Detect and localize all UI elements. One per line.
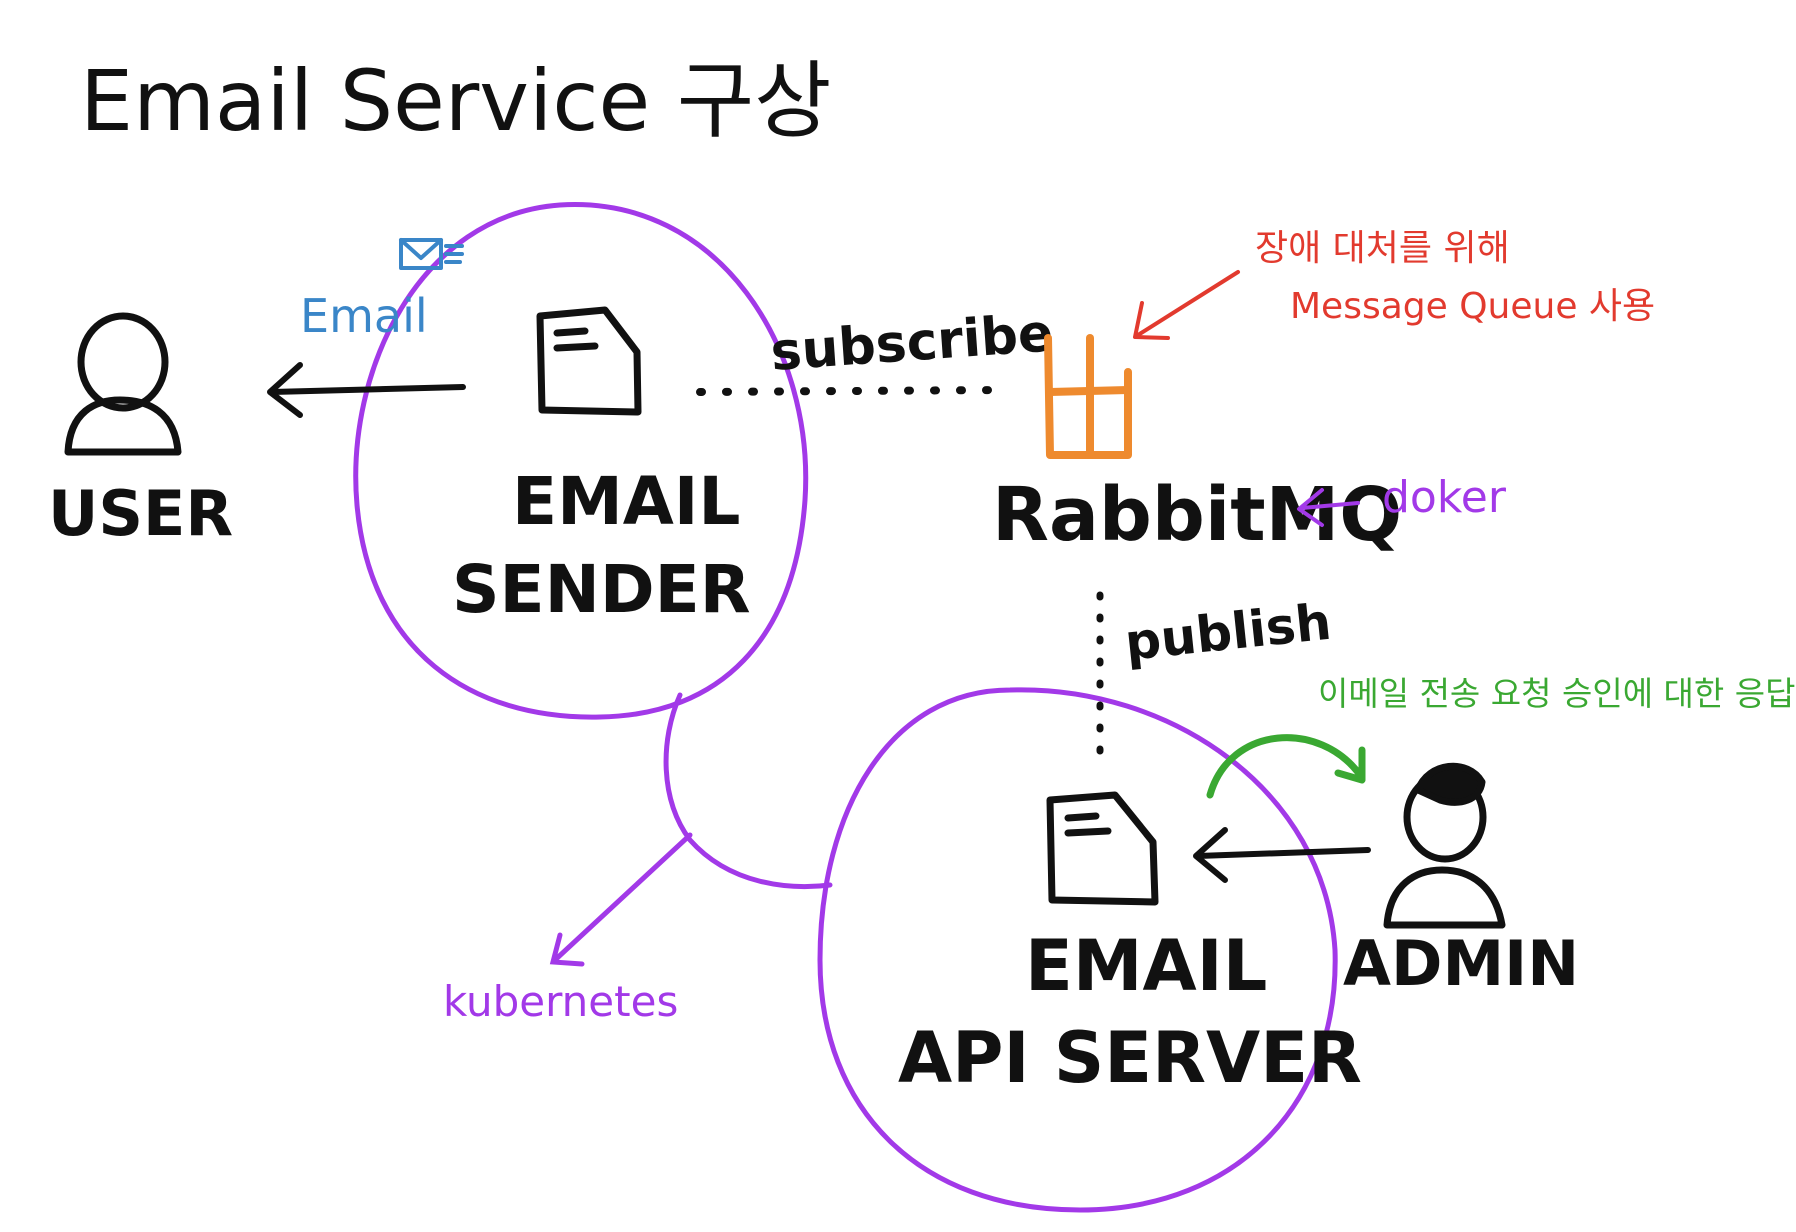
kubernetes-cluster: [353, 202, 1338, 1213]
rabbitmq-label: RabbitMQ: [992, 472, 1402, 558]
user-label: USER: [48, 477, 233, 550]
rabbitmq-logo-icon: [1044, 334, 1132, 459]
envelope-icon: [399, 238, 464, 270]
document-icon: [1046, 791, 1159, 906]
docker-note-arrow: [1297, 488, 1360, 527]
subscribe-edge-label: subscribe: [769, 303, 1055, 383]
diagram-title: Email Service 구상: [80, 52, 831, 150]
kubernetes-pointer-head: [549, 932, 585, 967]
kubernetes-label: kubernetes: [443, 977, 678, 1026]
admin-request-arrow: [1193, 827, 1371, 883]
publish-edge-label: publish: [1122, 593, 1334, 672]
api-server-label-line2: API SERVER: [898, 1017, 1362, 1099]
api-server-cluster-circle: [817, 687, 1338, 1213]
person-icon: [64, 312, 182, 456]
send-email-arrow: [267, 362, 466, 418]
person-with-cap-icon: [1383, 762, 1506, 929]
admin-response-arrow: [1206, 734, 1366, 799]
api-server-label-line1: EMAIL: [1025, 925, 1267, 1007]
message-queue-note-line2: Message Queue 사용: [1290, 286, 1655, 327]
document-icon: [536, 306, 642, 416]
sender-cluster-circle: [353, 202, 809, 720]
admin-response-note: 이메일 전송 요청 승인에 대한 응답: [1318, 674, 1796, 713]
cluster-link: [663, 692, 833, 889]
email-edge-label: Email: [300, 289, 428, 343]
message-queue-note-arrow: [1133, 270, 1240, 340]
docker-label: doker: [1382, 472, 1507, 523]
email-sender-label-line2: SENDER: [452, 551, 751, 628]
kubernetes-pointer-line: [552, 832, 693, 963]
subscribe-edge: [696, 386, 1004, 396]
email-sender-label-line1: EMAIL: [512, 463, 740, 540]
message-queue-note-line1: 장애 대처를 위해: [1255, 228, 1510, 269]
admin-label: ADMIN: [1343, 927, 1579, 1000]
